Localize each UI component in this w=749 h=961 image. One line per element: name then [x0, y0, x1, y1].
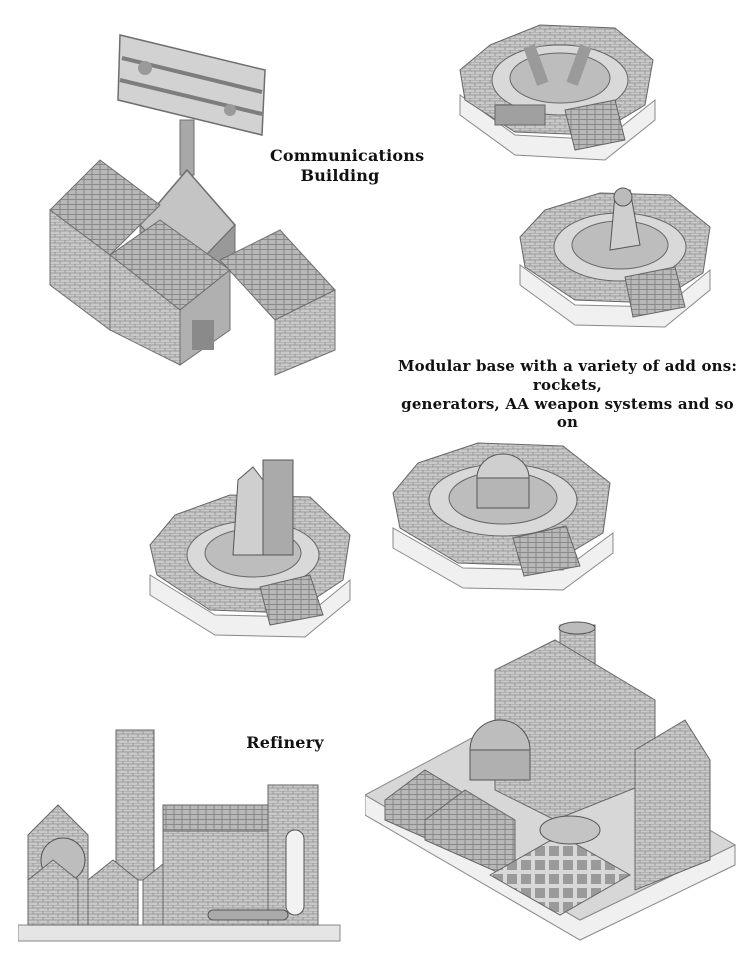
modular-base-rocket-tower-model	[149, 459, 351, 638]
modular-base-caption: Modular base with a variety of add ons: …	[397, 357, 738, 432]
refinery-caption: Refinery	[246, 733, 324, 752]
modular-base-generator-model	[392, 442, 614, 591]
modular-base-rotor-model	[459, 24, 656, 161]
refinery-side-model	[18, 729, 341, 942]
refinery-isometric-model	[365, 621, 737, 941]
communications-building-caption: Communications Building	[270, 146, 425, 185]
communications-building-model	[49, 34, 336, 376]
modular-base-rocket-model	[519, 187, 711, 328]
